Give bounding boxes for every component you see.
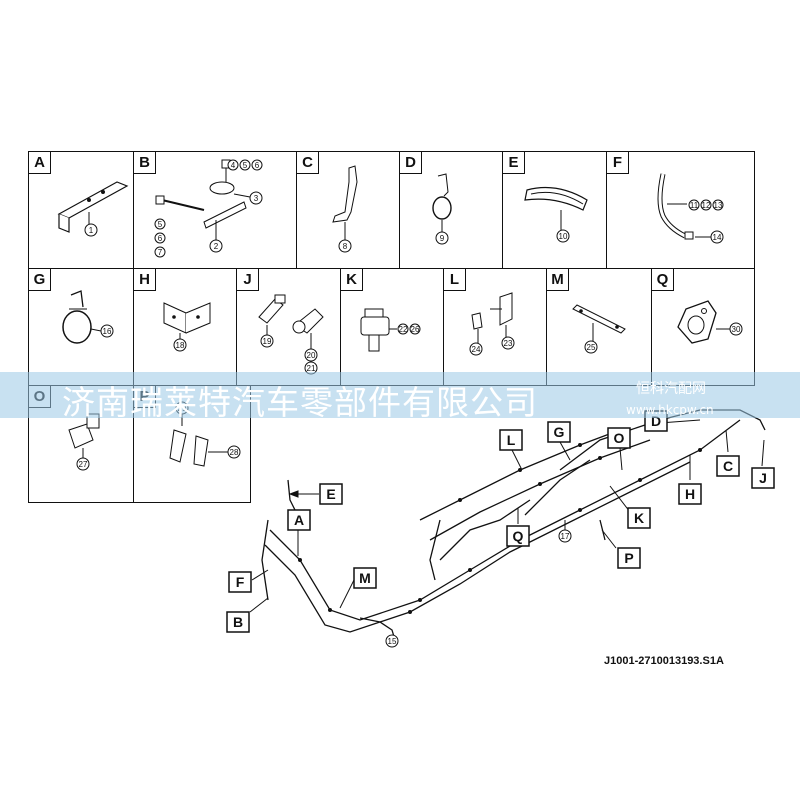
angle-bracket-drawing: 18 xyxy=(163,302,211,352)
panel-label: M xyxy=(547,269,569,291)
panel-label: Q xyxy=(652,269,674,291)
panel-m: M 25 xyxy=(546,268,652,386)
panel-label: D xyxy=(400,152,422,174)
watermark-url: www.hkcpw.cn xyxy=(626,403,714,417)
callout-label: H xyxy=(685,486,695,502)
panel-k: K 22 26 xyxy=(340,268,444,386)
callout-label: F xyxy=(236,574,245,590)
part-number: 22 xyxy=(399,325,408,334)
part-number: 28 xyxy=(230,448,239,457)
grommet-strip-drawing: 10 xyxy=(524,186,588,243)
part-number: 10 xyxy=(559,232,568,241)
part-number: 4 xyxy=(231,161,236,170)
panel-f: F 11 12 13 14 xyxy=(606,151,755,269)
connector-drawing: 22 26 xyxy=(360,308,421,352)
part-number: 5 xyxy=(243,161,248,170)
panel-label: L xyxy=(444,269,466,291)
clamp-bolt-drawing: 4 5 6 3 5 6 7 2 xyxy=(154,159,263,258)
callout-label: M xyxy=(359,570,371,586)
panel-label: G xyxy=(29,269,51,291)
panel-c: C 8 xyxy=(296,151,400,269)
clamp-drawing: 16 xyxy=(62,290,114,344)
clip-drawing: 30 xyxy=(677,300,743,344)
callout-label: E xyxy=(326,486,335,502)
drawing-id: J1001-2710013193.S1A xyxy=(604,655,724,667)
panel-a: A 1 xyxy=(28,151,134,269)
valve-bracket-drawing: 24 23 xyxy=(469,292,515,356)
panel-label: F xyxy=(607,152,629,174)
plate-drawing: 25 xyxy=(572,304,626,354)
callout-label: K xyxy=(634,510,644,526)
bracket-drawing: 1 xyxy=(57,181,129,237)
panel-label: H xyxy=(134,269,156,291)
part-number: 14 xyxy=(713,233,722,242)
part-number: 12 xyxy=(702,201,711,210)
strap-drawing: 8 xyxy=(332,165,358,253)
part-number: 27 xyxy=(79,460,88,469)
part-number: 23 xyxy=(504,339,513,348)
part-number: 17 xyxy=(561,532,570,541)
callout-label: Q xyxy=(513,528,524,544)
watermark-site: 恒科汽配网 xyxy=(636,381,706,397)
part-number: 19 xyxy=(263,337,272,346)
part-number: 26 xyxy=(411,325,420,334)
part-number: 20 xyxy=(307,351,316,360)
part-number: 15 xyxy=(388,637,397,646)
part-number: 16 xyxy=(103,327,112,336)
panel-label: B xyxy=(134,152,156,174)
panel-q: Q 30 xyxy=(651,268,755,386)
part-number: 9 xyxy=(440,234,445,243)
part-number: 5 xyxy=(158,220,163,229)
panel-label: K xyxy=(341,269,363,291)
callout-label: L xyxy=(507,432,516,448)
callout-label: D xyxy=(651,413,661,429)
callout-label: J xyxy=(759,470,767,486)
panel-label: C xyxy=(297,152,319,174)
part-number: 6 xyxy=(158,234,163,243)
callout-label: A xyxy=(294,512,304,528)
watermark-company: 济南瑞莱特汽车零部件有限公司 xyxy=(62,383,538,422)
callout-label: B xyxy=(233,614,243,630)
panel-e: E 10 xyxy=(502,151,607,269)
part-number: 6 xyxy=(255,161,260,170)
callout-label: G xyxy=(554,424,565,440)
panel-label: A xyxy=(29,152,51,174)
callout-label: P xyxy=(624,550,633,566)
hose-clamp-drawing: 9 xyxy=(432,173,452,245)
part-number: 21 xyxy=(307,364,316,373)
part-number: 11 xyxy=(690,201,699,210)
fitting-drawing: 19 20 21 xyxy=(258,294,324,375)
panel-label: E xyxy=(503,152,525,174)
callout-label: C xyxy=(723,458,733,474)
panel-h: H 18 xyxy=(133,268,237,386)
watermark-band xyxy=(0,372,800,418)
panel-l: L 24 23 xyxy=(443,268,547,386)
part-number: 3 xyxy=(254,194,259,203)
panel-d: D 9 xyxy=(399,151,503,269)
part-number: 24 xyxy=(472,345,481,354)
part-number: 25 xyxy=(587,343,596,352)
panel-j: J 19 20 21 xyxy=(236,268,342,386)
part-number: 8 xyxy=(343,242,348,251)
part-number: 13 xyxy=(714,201,723,210)
part-number: 7 xyxy=(158,248,163,257)
part-number: 1 xyxy=(89,226,94,235)
hose-drawing: 11 12 13 14 xyxy=(657,173,724,244)
part-number: 30 xyxy=(732,325,741,334)
part-number: 2 xyxy=(214,242,219,251)
callout-label: O xyxy=(614,430,625,446)
part-number: 18 xyxy=(176,341,185,350)
panel-label: J xyxy=(237,269,259,291)
